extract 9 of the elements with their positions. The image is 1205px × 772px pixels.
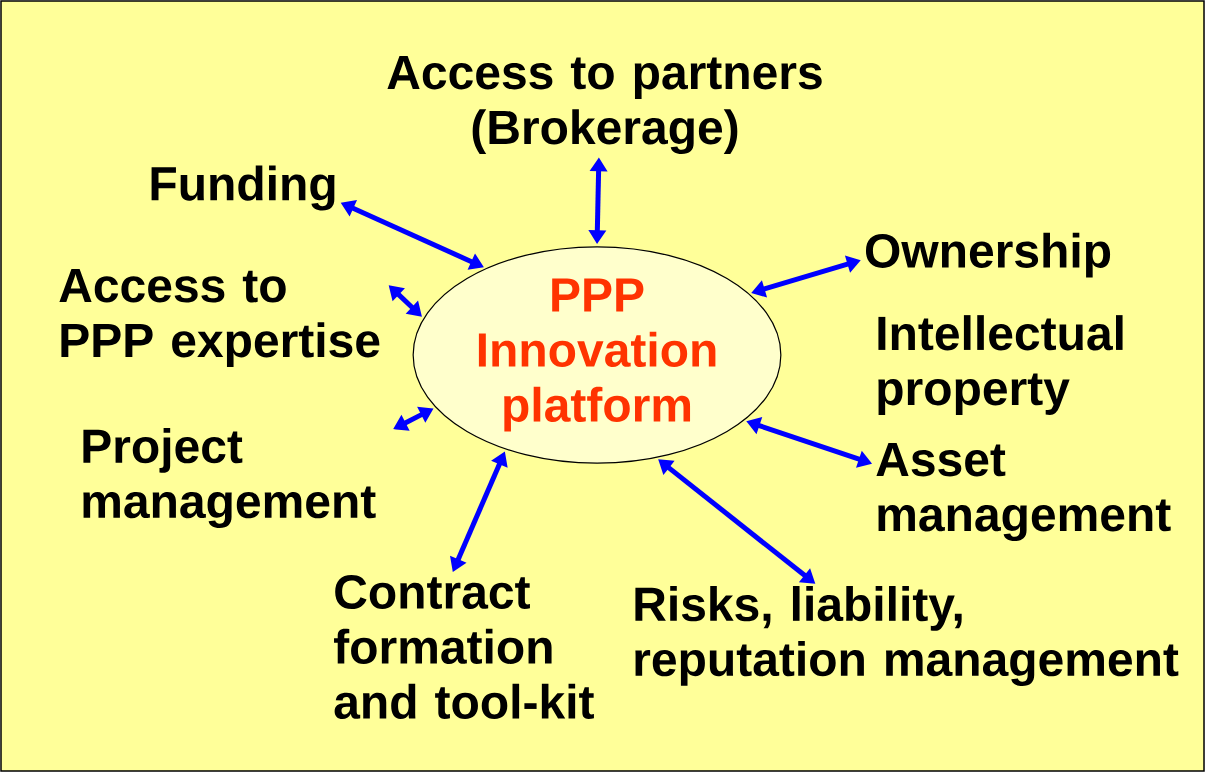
category-label: Funding (151, 165, 335, 211)
category-label: Contract formation and tool-kit (334, 575, 594, 719)
category-label: Asset management (876, 442, 1171, 542)
category-label: Ownership (865, 232, 1111, 278)
category-label: Access to PPP expertise (59, 269, 380, 367)
category-label: Project management (83, 428, 376, 528)
category-label: Access to partners (Brokerage) (387, 55, 822, 155)
category-label: Intellectual property (878, 315, 1123, 415)
category-label: Risks, liability, reputation management (635, 586, 1179, 686)
